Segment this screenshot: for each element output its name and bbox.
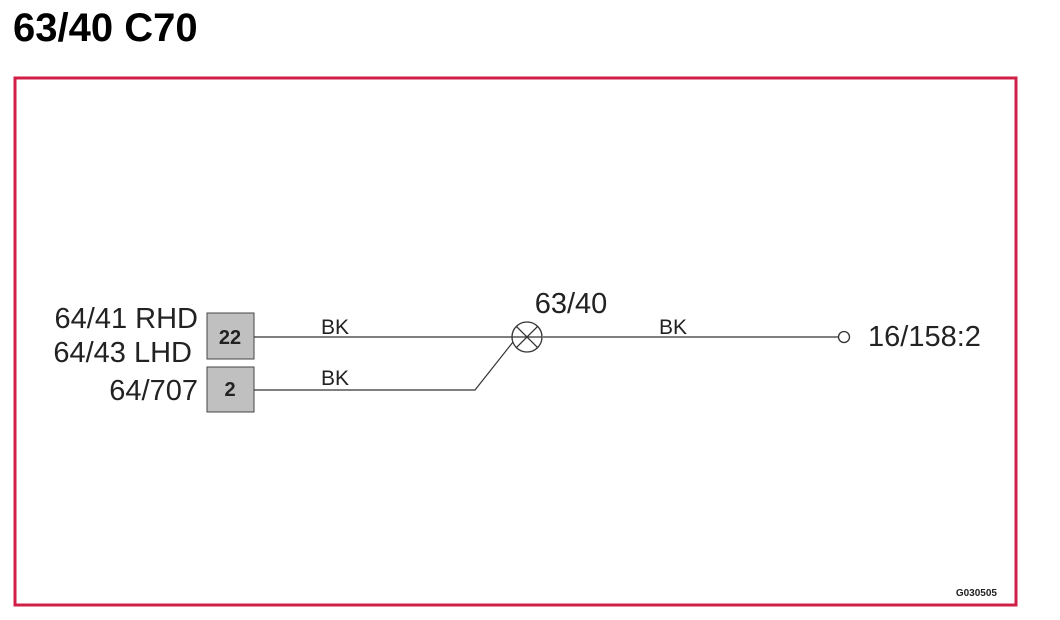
terminal-circle-icon: [837, 330, 851, 344]
connector-1-reference-1: 64/41 RHD: [55, 303, 198, 335]
connector-pin-box-1: [206, 312, 255, 360]
connector-2-pin: 2: [224, 379, 235, 401]
connector-1-reference-2: 64/43 LHD: [53, 337, 192, 369]
connector-1-pin: 22: [219, 327, 241, 349]
wire-1-color-label: BK: [321, 316, 349, 339]
diagram-frame: [13, 76, 1018, 607]
lamp-icon: [511, 321, 543, 353]
wire-2-color-label: BK: [321, 367, 349, 390]
wire-3-color-label: BK: [659, 316, 687, 339]
wire-2: [254, 341, 514, 391]
figure-code: G030505: [956, 588, 998, 599]
connector-pin-box-2: [206, 366, 255, 413]
connector-2-reference: 64/707: [109, 375, 198, 407]
terminal-label: 16/158:2: [868, 321, 981, 353]
page-title: 63/40 C70: [13, 6, 198, 50]
component-label: 63/40: [535, 288, 608, 320]
